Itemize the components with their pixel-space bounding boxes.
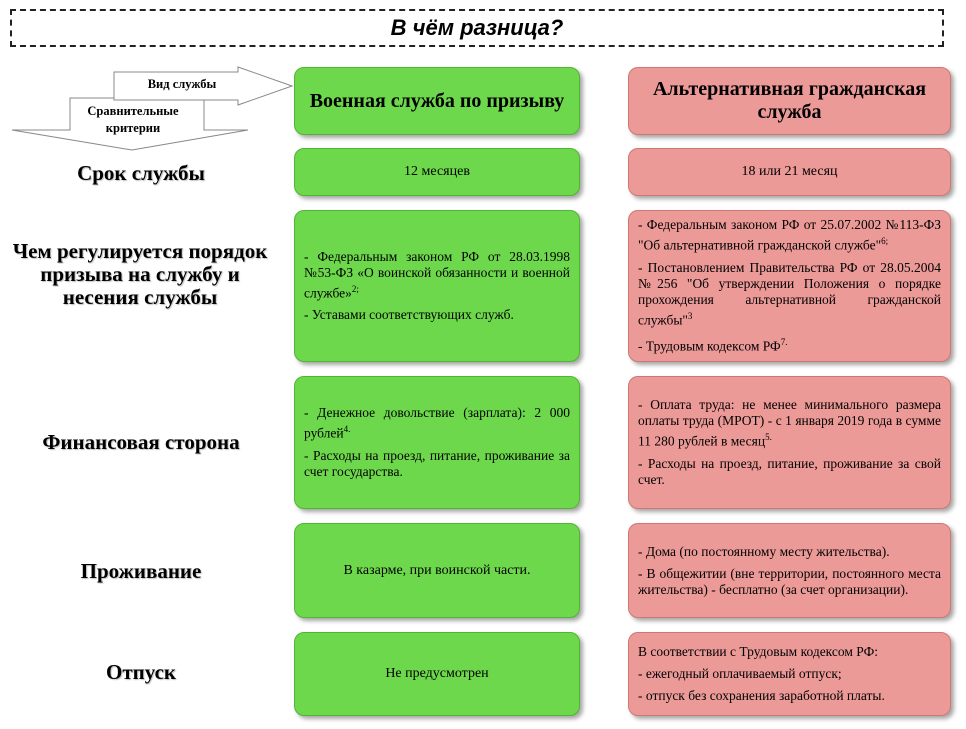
- military-term-value: 12 месяцев: [404, 164, 470, 179]
- list-item-text: - Уставами соответствующих служб.: [304, 307, 514, 323]
- criterion-regulation: Чем регулируется порядок призыва на служ…: [12, 239, 268, 309]
- alternative-header-text: Альтернативная гражданская служба: [652, 78, 927, 123]
- list-item: - ежегодный оплачиваемый отпуск;: [638, 666, 941, 682]
- footnote-mark: 4.: [343, 424, 351, 435]
- alternative-leave-cell: В соответствии с Трудовым кодексом РФ: -…: [628, 632, 951, 716]
- list-item-text: В соответствии с Трудовым кодексом РФ:: [638, 644, 879, 659]
- list-item: - Денежное довольствие (зарплата): 2 000…: [304, 405, 570, 442]
- criterion-term: Срок службы: [77, 161, 205, 185]
- list-item: - Дома (по постоянному месту жительства)…: [638, 544, 941, 560]
- military-housing-value: В казарме, при воинской части.: [343, 562, 531, 578]
- alternative-finance-cell: - Оплата труда: не менее минимального ра…: [628, 376, 951, 509]
- footnote-mark: 2;: [351, 283, 359, 294]
- list-item-text: - ежегодный оплачиваемый отпуск;: [638, 666, 842, 681]
- list-item: - Уставами соответствующих служб.: [304, 307, 570, 323]
- alternative-term-value: 18 или 21 месяц: [741, 164, 838, 179]
- military-leave-value: Не предусмотрен: [385, 666, 489, 681]
- alternative-term-cell: 18 или 21 месяц: [628, 148, 951, 196]
- footnote-mark: 5.: [765, 432, 772, 443]
- alternative-service-header: Альтернативная гражданская служба: [628, 67, 951, 135]
- criteria-arrow-icon: [11, 97, 249, 151]
- list-item-text: - Федеральным законом РФ от 28.03.1998 №…: [304, 248, 570, 301]
- criterion-finance: Финансовая сторона: [42, 430, 240, 454]
- list-item: - Трудовым кодексом РФ7.: [638, 334, 941, 355]
- footnote-mark: 7.: [780, 337, 788, 348]
- military-term-cell: 12 месяцев: [294, 148, 580, 196]
- list-item-text: - Денежное довольствие (зарплата): 2 000…: [304, 405, 570, 441]
- military-regulation-cell: - Федеральным законом РФ от 28.03.1998 №…: [294, 210, 580, 362]
- list-item: - Оплата труда: не менее минимального ра…: [638, 397, 941, 450]
- service-type-arrow-icon: [113, 66, 294, 106]
- list-item: - Расходы на проезд, питание, проживание…: [304, 448, 570, 480]
- criterion-leave: Отпуск: [105, 660, 177, 684]
- list-item-text: - Расходы на проезд, питание, проживание…: [638, 455, 941, 487]
- list-item-text: - Расходы на проезд, питание, проживание…: [304, 447, 570, 479]
- list-item: - отпуск без сохранения заработной платы…: [638, 688, 941, 704]
- alternative-regulation-cell: - Федеральным законом РФ от 25.07.2002 №…: [628, 210, 951, 362]
- list-item-text: - Оплата труда: не менее минимального ра…: [638, 397, 941, 449]
- list-item-text: - В общежитии (вне территории, постоянно…: [638, 565, 941, 597]
- list-item: - Постановлением Правительства РФ от 28.…: [638, 260, 941, 329]
- military-leave-cell: Не предусмотрен: [294, 632, 580, 716]
- list-item: - Федеральным законом РФ от 25.07.2002 №…: [638, 217, 941, 254]
- military-housing-cell: В казарме, при воинской части.: [294, 523, 580, 618]
- title-banner: В чём разница?: [10, 9, 944, 47]
- footnote-mark: 6;: [881, 236, 889, 247]
- list-item: - Расходы на проезд, питание, проживание…: [638, 456, 941, 488]
- military-service-header: Военная служба по призыву: [294, 67, 580, 135]
- footnote-mark: 3: [687, 310, 693, 321]
- list-item-text: - Трудовым кодексом РФ: [638, 338, 781, 354]
- list-item-text: - отпуск без сохранения заработной платы…: [638, 688, 885, 703]
- page-title: В чём разница?: [390, 15, 564, 40]
- service-type-label: Вид службы: [147, 77, 217, 91]
- criteria-label: Сравнительные критерии: [87, 104, 179, 135]
- criterion-housing: Проживание: [80, 559, 202, 583]
- list-item-text: - Дома (по постоянному месту жительства)…: [638, 543, 890, 559]
- list-item: - В общежитии (вне территории, постоянно…: [638, 566, 941, 598]
- military-header-text: Военная служба по призыву: [309, 89, 565, 112]
- list-item: - Федеральным законом РФ от 28.03.1998 №…: [304, 249, 570, 302]
- list-item: В соответствии с Трудовым кодексом РФ:: [638, 644, 941, 660]
- list-item-text: - Постановлением Правительства РФ от 28.…: [638, 259, 941, 328]
- alternative-housing-cell: - Дома (по постоянному месту жительства)…: [628, 523, 951, 618]
- list-item-text: - Федеральным законом РФ от 25.07.2002 №…: [638, 217, 941, 253]
- military-finance-cell: - Денежное довольствие (зарплата): 2 000…: [294, 376, 580, 509]
